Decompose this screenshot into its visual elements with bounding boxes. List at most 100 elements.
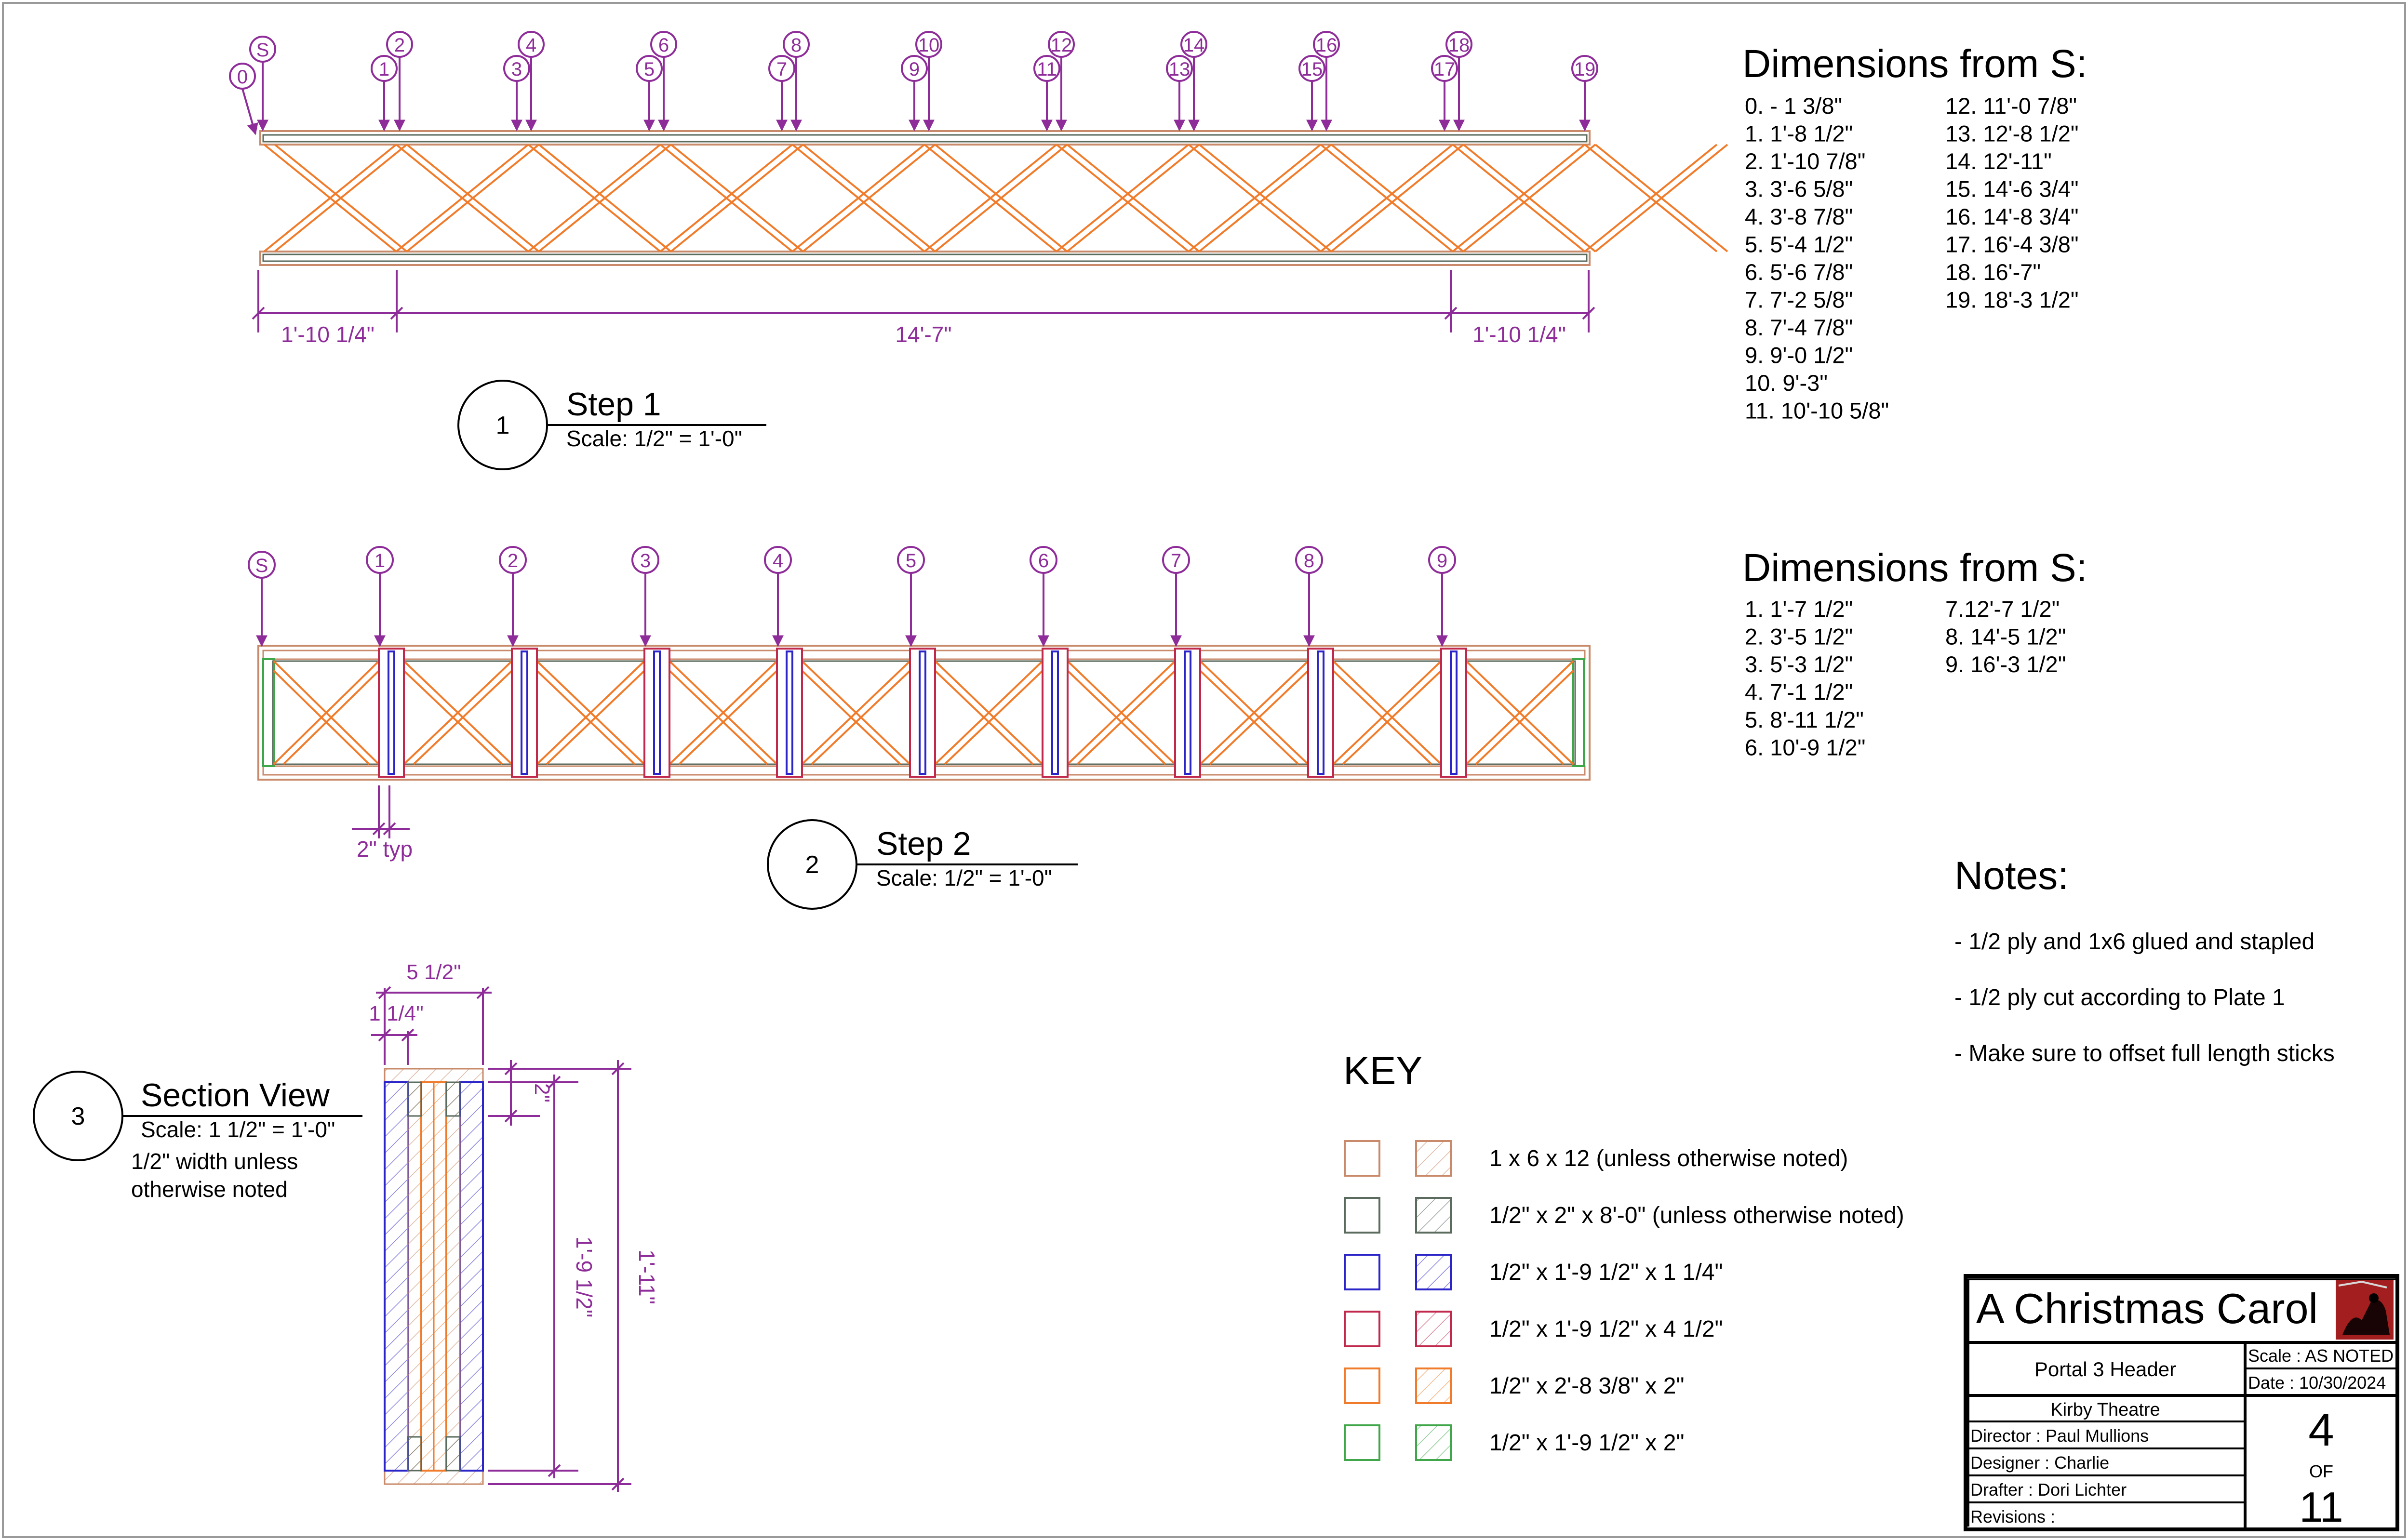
key-label: 1/2" x 1'-9 1/2" x 1 1/4" <box>1489 1260 1723 1285</box>
step1-bottom-rail <box>259 251 1591 266</box>
step1-marker-15: 15 <box>1298 55 1325 132</box>
section-title: Section View <box>141 1077 330 1114</box>
step2-marker-6: 6 <box>1030 546 1057 647</box>
svg-text:9: 9 <box>909 59 920 80</box>
svg-text:1: 1 <box>375 550 385 571</box>
key-row: 1/2" x 1'-9 1/2" x 4 1/2" <box>1344 1311 1723 1347</box>
step1-marker-1: 1 <box>371 55 398 132</box>
section-note-line2: otherwise noted <box>131 1177 288 1202</box>
note-item-1: - 1/2 ply and 1x6 glued and stapled <box>1954 929 2314 955</box>
step1-number: 1 <box>496 412 510 439</box>
dimension-entry: 3. 5'-3 1/2" <box>1745 651 1853 677</box>
step2-callout: 2 Step 2 Scale: 1/2" = 1'-0" <box>767 819 1078 910</box>
step1-marker-12: 12 <box>1048 31 1075 132</box>
svg-text:18: 18 <box>1448 35 1470 56</box>
step2-block-6 <box>1042 648 1069 778</box>
step2-dimensions-heading: Dimensions from S: <box>1742 546 2087 590</box>
svg-text:2: 2 <box>394 35 405 56</box>
step1-marker-2: 2 <box>386 31 413 132</box>
svg-text:2: 2 <box>508 550 518 571</box>
step2-diagonal-braces <box>273 660 1574 765</box>
sheet-number: 4 <box>2308 1404 2334 1456</box>
svg-text:4: 4 <box>773 550 783 571</box>
svg-text:9: 9 <box>1437 550 1447 571</box>
key-row: 1/2" x 2" x 8'-0" (unless otherwise note… <box>1344 1197 1904 1234</box>
section-top-cap <box>384 1068 484 1083</box>
dimension-entry: 15. 14'-6 3/4" <box>1945 176 2079 202</box>
step2-dimensions-table: Dimensions from S: 1. 1'-7 1/2"2. 3'-5 1… <box>1742 546 2087 760</box>
key-label: 1/2" x 2" x 8'-0" (unless otherwise note… <box>1489 1203 1904 1228</box>
svg-text:4: 4 <box>526 35 536 56</box>
step1-marker-6: 6 <box>650 31 677 132</box>
key-row: 1 x 6 x 12 (unless otherwise noted) <box>1344 1140 1848 1177</box>
step1-marker-s: S <box>249 36 276 132</box>
svg-text:1: 1 <box>379 59 389 80</box>
svg-text:14: 14 <box>1183 35 1205 56</box>
step2-marker-9: 9 <box>1428 546 1456 647</box>
step2-block-7 <box>1174 648 1201 778</box>
svg-text:5: 5 <box>906 550 916 571</box>
dimension-entry: 16. 14'-8 3/4" <box>1945 204 2079 229</box>
dimension-entry: 7. 7'-2 5/8" <box>1745 287 1853 313</box>
step1-marker-5: 5 <box>636 55 663 132</box>
svg-text:16: 16 <box>1316 35 1338 56</box>
step1-dim-middle: 14'-7" <box>895 322 951 347</box>
step1-marker-18: 18 <box>1445 31 1472 132</box>
svg-text:17: 17 <box>1434 59 1456 80</box>
svg-text:13: 13 <box>1169 59 1191 80</box>
step1-marker-19: 19 <box>1571 55 1598 132</box>
step2-block-5 <box>909 648 936 778</box>
step1-dimensions-table: Dimensions from S: 0. - 1 3/8"1. 1'-8 1/… <box>1742 42 2087 424</box>
dimension-entry: 9. 9'-0 1/2" <box>1745 343 1853 368</box>
step1-dimensions-heading: Dimensions from S: <box>1742 42 2087 86</box>
designer-field: Designer : Charlie <box>1970 1453 2109 1473</box>
step1-dimensions-col1: 0. - 1 3/8"1. 1'-8 1/2"2. 1'-10 7/8"3. 3… <box>1745 93 1889 424</box>
note-item-3: - Make sure to offset full length sticks <box>1954 1041 2335 1066</box>
dimension-entry: 6. 10'-9 1/2" <box>1745 735 1865 760</box>
dimension-entry: 12. 11'-0 7/8" <box>1945 93 2077 119</box>
director-field: Director : Paul Mullions <box>1970 1426 2149 1446</box>
step1-marker-11: 11 <box>1033 55 1060 132</box>
svg-text:12: 12 <box>1051 35 1072 56</box>
dimension-entry: 7.12'-7 1/2" <box>1945 596 2060 622</box>
key-swatch-outline <box>1344 1424 1380 1461</box>
dimension-entry: 0. - 1 3/8" <box>1745 93 1842 119</box>
notes-block: Notes: - 1/2 ply and 1x6 glued and stapl… <box>1954 854 2335 1066</box>
drawing-title: Portal 3 Header <box>2034 1358 2176 1381</box>
scale-field: Scale : AS NOTED <box>2248 1346 2394 1366</box>
key-label: 1/2" x 1'-9 1/2" x 4 1/2" <box>1489 1316 1723 1342</box>
step1-dimension-line <box>252 270 1595 332</box>
section-bottom-cap <box>384 1470 484 1485</box>
svg-text:6: 6 <box>1038 550 1049 571</box>
step1-marker-9: 9 <box>901 55 928 132</box>
svg-text:7: 7 <box>776 59 787 80</box>
step2-scale: Scale: 1/2" = 1'-0" <box>876 865 1052 890</box>
key-row: 1/2" x 1'-9 1/2" x 2" <box>1344 1424 1684 1461</box>
step2-marker-7: 7 <box>1162 546 1190 647</box>
section-dim-side: 1 1/4" <box>369 1002 423 1025</box>
step1-dimensions-col2: 12. 11'-0 7/8"13. 12'-8 1/2"14. 12'-11"1… <box>1945 93 2079 313</box>
dimension-entry: 9. 16'-3 1/2" <box>1945 651 2066 677</box>
key-label: 1/2" x 1'-9 1/2" x 2" <box>1489 1430 1684 1456</box>
svg-text:3: 3 <box>640 550 651 571</box>
key-swatch-outline <box>1344 1197 1380 1234</box>
drafter-field: Drafter : Dori Lichter <box>1970 1480 2127 1500</box>
key-swatch-hatch <box>1415 1254 1452 1290</box>
key-row: 1/2" x 1'-9 1/2" x 1 1/4" <box>1344 1254 1723 1290</box>
svg-text:S: S <box>256 40 269 61</box>
key-swatch-outline <box>1344 1140 1380 1177</box>
dimension-entry: 4. 3'-8 7/8" <box>1745 204 1853 229</box>
step1-marker-8: 8 <box>783 31 810 132</box>
step1-diagonal-braces <box>263 144 1728 252</box>
svg-text:8: 8 <box>1304 550 1314 571</box>
step2-dimensions-col2: 7.12'-7 1/2"8. 14'-5 1/2"9. 16'-3 1/2" <box>1945 596 2066 677</box>
step2-block-8 <box>1307 648 1334 778</box>
step1-dim-left: 1'-10 1/4" <box>281 322 375 347</box>
key-swatch-hatch <box>1415 1197 1452 1234</box>
dimension-entry: 17. 16'-4 3/8" <box>1945 232 2079 257</box>
step2-block-3 <box>643 648 670 778</box>
